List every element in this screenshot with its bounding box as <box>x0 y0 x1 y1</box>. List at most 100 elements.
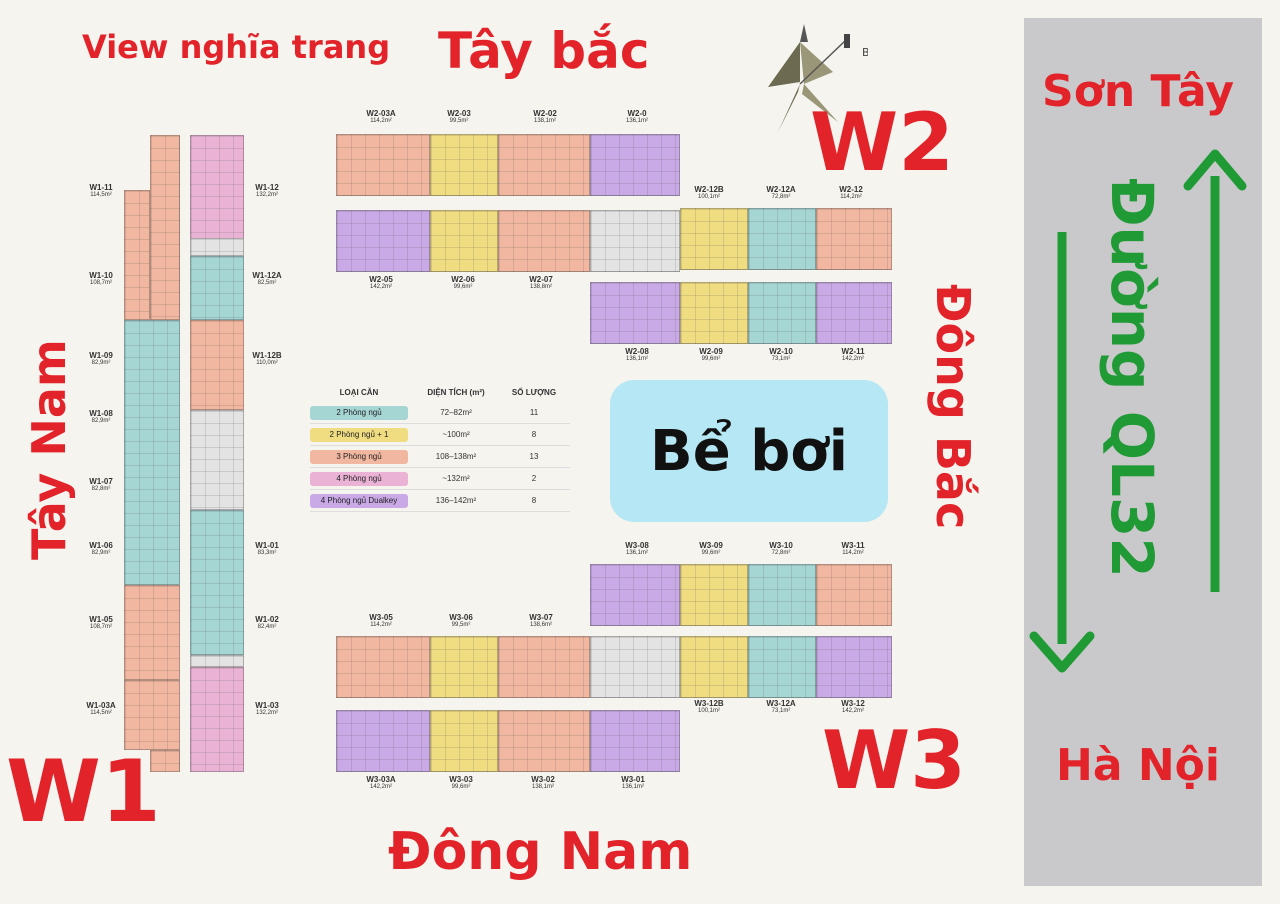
svg-text:B: B <box>862 46 868 59</box>
legend-area: 136–142m² <box>435 496 477 505</box>
unit-block <box>430 134 498 196</box>
legend-area: ~132m² <box>442 474 470 483</box>
legend-type: 3 Phòng ngủ <box>310 449 408 464</box>
son-tay-label: Sơn Tây <box>1042 66 1235 117</box>
legend-count: 13 <box>529 452 539 461</box>
down-arrow-icon <box>1029 232 1095 673</box>
dong-nam-label: Đông Nam <box>388 822 693 882</box>
unit-block <box>190 238 244 256</box>
legend-count: 8 <box>531 496 537 505</box>
legend-row: 4 Phòng ngủ Dualkey 136–142m² 8 <box>310 490 570 512</box>
unit-block <box>336 210 430 272</box>
unit-block <box>190 655 244 667</box>
legend-area: 108–138m² <box>435 452 477 461</box>
unit-block <box>190 320 244 410</box>
dong-bac-label: Đông Bắc <box>926 284 980 530</box>
unit-block <box>498 210 590 272</box>
legend-type: 2 Phòng ngủ <box>310 405 408 420</box>
unit-block <box>336 134 430 196</box>
unit-block <box>190 135 244 255</box>
unit-block <box>680 282 748 344</box>
legend-header-type: LOẠI CĂN <box>339 388 379 397</box>
unit-block <box>590 636 680 698</box>
unit-block <box>590 210 680 272</box>
legend-row: 2 Phòng ngủ 72–82m² 11 <box>310 402 570 424</box>
unit-block <box>124 320 180 585</box>
legend-type: 4 Phòng ngủ Dualkey <box>310 493 408 508</box>
legend-type: 4 Phòng ngủ <box>310 471 408 486</box>
w1-label: W1 <box>6 742 161 842</box>
unit-block <box>150 135 180 320</box>
unit-block <box>190 410 244 510</box>
legend-row: 4 Phòng ngủ ~132m² 2 <box>310 468 570 490</box>
compass-icon: B <box>768 24 868 132</box>
unit-block <box>124 585 180 680</box>
unit-block <box>590 282 680 344</box>
unit-block <box>748 282 816 344</box>
legend-row: 2 Phòng ngủ + 1 ~100m² 8 <box>310 424 570 446</box>
unit-block <box>124 680 180 750</box>
pool-label: Bể bơi <box>650 418 848 484</box>
unit-block <box>816 636 892 698</box>
legend-header-count: SỐ LƯỢNG <box>511 388 557 397</box>
unit-block <box>748 636 816 698</box>
unit-block <box>590 710 680 772</box>
unit-block <box>430 636 498 698</box>
unit-block <box>680 208 748 270</box>
unit-block <box>336 710 430 772</box>
unit-block <box>590 564 680 626</box>
unit-block <box>498 134 590 196</box>
unit-block <box>498 636 590 698</box>
unit-block <box>816 208 892 270</box>
view-label: View nghĩa trang <box>82 28 391 66</box>
unit-block <box>816 564 892 626</box>
unit-block <box>190 667 244 772</box>
tay-bac-label: Tây bắc <box>438 22 650 80</box>
unit-block <box>430 710 498 772</box>
swimming-pool: Bể bơi <box>610 380 888 522</box>
unit-block <box>590 134 680 196</box>
unit-block <box>430 210 498 272</box>
w3-label: W3 <box>822 714 966 807</box>
legend-count: 11 <box>529 408 539 417</box>
unit-block <box>190 256 244 320</box>
legend-row: 3 Phòng ngủ 108–138m² 13 <box>310 446 570 468</box>
legend-header: LOẠI CĂN DIỆN TÍCH (m²) SỐ LƯỢNG <box>310 388 570 402</box>
ha-noi-label: Hà Nội <box>1056 740 1220 791</box>
unit-block <box>336 636 430 698</box>
